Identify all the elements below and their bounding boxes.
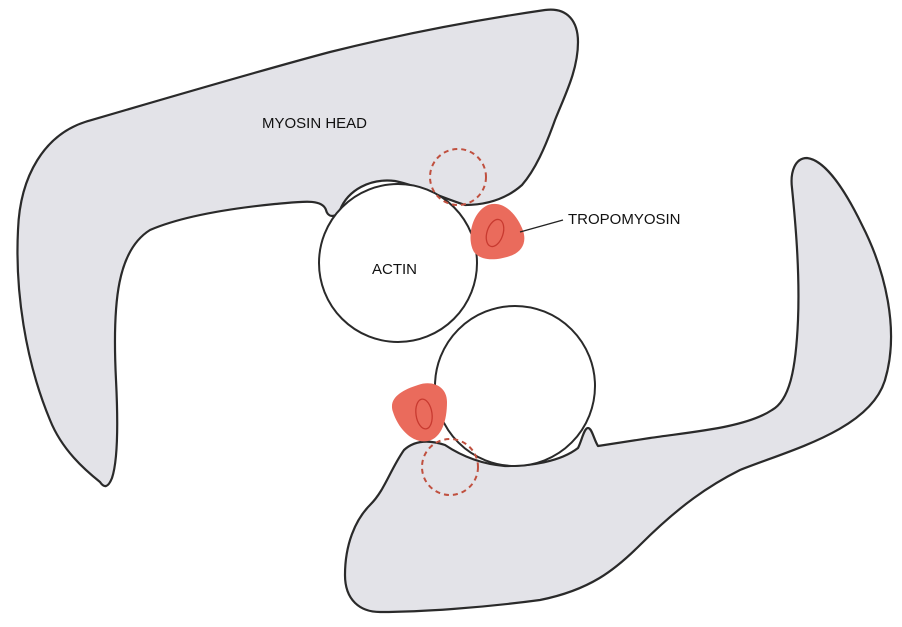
tropomyosin-lower bbox=[392, 383, 447, 441]
label-actin: ACTIN bbox=[372, 261, 417, 278]
label-tropomyosin: TROPOMYOSIN bbox=[568, 211, 681, 228]
tropomyosin-upper bbox=[470, 204, 524, 259]
label-myosin-head: MYOSIN HEAD bbox=[262, 115, 367, 132]
actin-lower-circle bbox=[435, 306, 595, 466]
tropomyosin-leader-line bbox=[520, 220, 563, 232]
